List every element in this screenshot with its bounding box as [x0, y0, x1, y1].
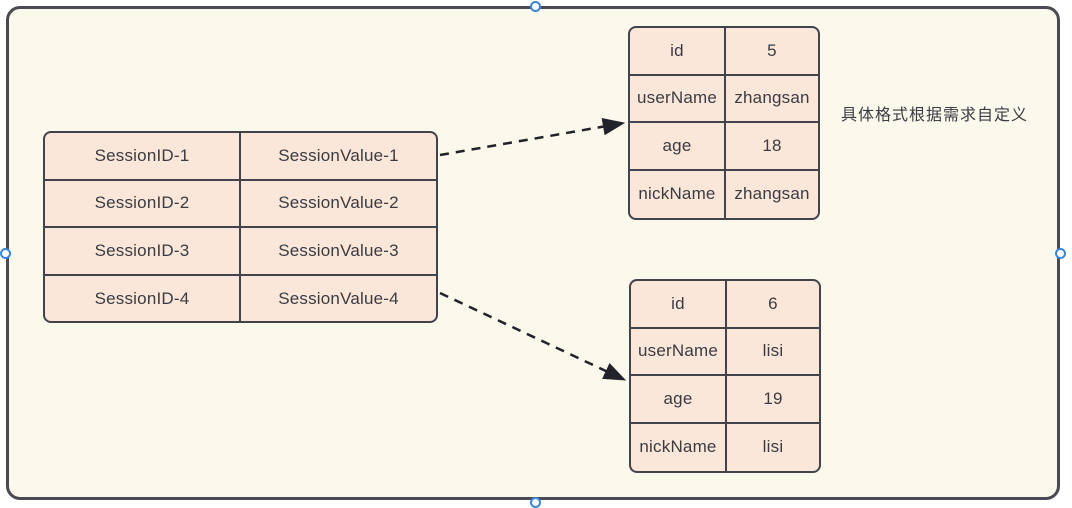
- field-name-cell: nickName: [631, 423, 727, 471]
- handle-top[interactable]: [530, 1, 541, 12]
- session-id-cell: SessionID-4: [45, 275, 241, 321]
- field-value-cell: 19: [763, 388, 783, 408]
- annotation-label: 具体格式根据需求自定义: [841, 107, 1029, 124]
- table-row[interactable]: SessionID-4 SessionValue-4: [45, 275, 436, 321]
- table-row[interactable]: nickName zhangsan: [630, 170, 818, 218]
- field-name-cell: userName: [630, 75, 726, 121]
- session-id-cell: SessionID-2: [45, 180, 241, 226]
- session-value-detail-1[interactable]: id 5 userName zhangsan age 18 nickName z…: [628, 26, 820, 220]
- field-name-cell: id: [630, 28, 726, 74]
- field-name-cell: age: [630, 123, 726, 169]
- field-value-cell: 5: [767, 40, 777, 60]
- field-name-cell: age: [631, 376, 727, 422]
- field-value-cell: lisi: [762, 437, 784, 457]
- table-row[interactable]: SessionID-2 SessionValue-2: [45, 180, 436, 228]
- table-row[interactable]: id 5: [630, 28, 818, 76]
- table-row[interactable]: id 6: [631, 281, 819, 329]
- field-value-cell: zhangsan: [734, 184, 810, 204]
- field-name-cell: id: [631, 281, 727, 327]
- session-store-table[interactable]: SessionID-1 SessionValue-1 SessionID-2 S…: [43, 131, 438, 323]
- handle-bottom[interactable]: [530, 497, 541, 508]
- session-value-cell: SessionValue-3: [278, 240, 399, 260]
- table-row[interactable]: age 18: [630, 123, 818, 171]
- table-row[interactable]: userName lisi: [631, 328, 819, 376]
- handle-left[interactable]: [0, 248, 11, 259]
- session-id-cell: SessionID-1: [45, 133, 241, 179]
- field-name-cell: nickName: [630, 170, 726, 218]
- table-row[interactable]: SessionID-1 SessionValue-1: [45, 133, 436, 181]
- table-row[interactable]: userName zhangsan: [630, 75, 818, 123]
- session-id-cell: SessionID-3: [45, 228, 241, 274]
- field-value-cell: 18: [762, 135, 782, 155]
- field-value-cell: lisi: [762, 341, 784, 361]
- table-row[interactable]: SessionID-3 SessionValue-3: [45, 228, 436, 276]
- session-value-cell: SessionValue-1: [278, 145, 399, 165]
- table-row[interactable]: nickName lisi: [631, 423, 819, 471]
- field-name-cell: userName: [631, 328, 727, 374]
- session-value-cell: SessionValue-2: [278, 193, 399, 213]
- table-row[interactable]: age 19: [631, 376, 819, 424]
- session-value-detail-2[interactable]: id 6 userName lisi age 19 nickName lisi: [629, 279, 821, 473]
- field-value-cell: zhangsan: [734, 88, 810, 108]
- handle-right[interactable]: [1055, 248, 1066, 259]
- field-value-cell: 6: [768, 293, 778, 313]
- session-value-cell: SessionValue-4: [278, 289, 399, 309]
